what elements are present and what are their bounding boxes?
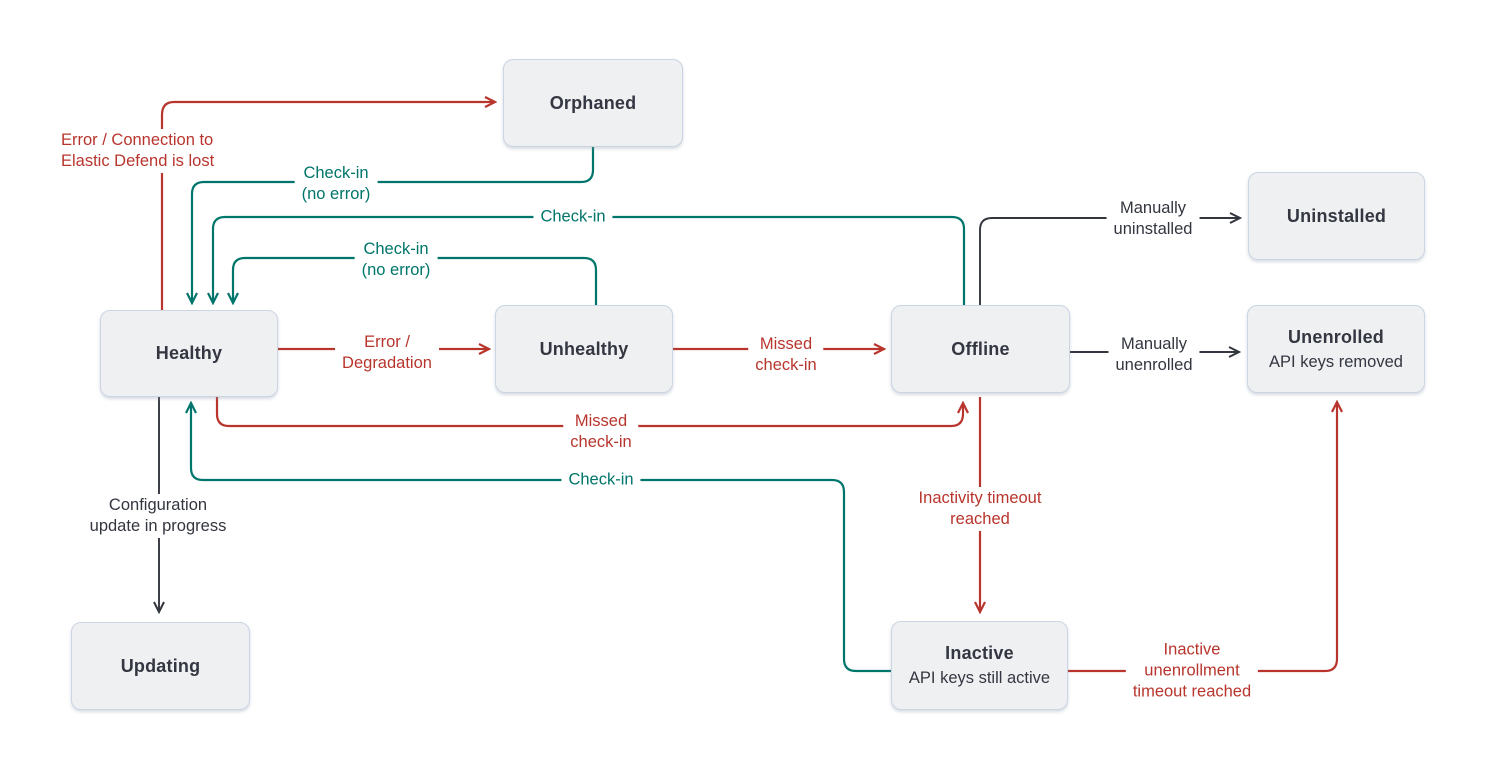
node-unhealthy-title: Unhealthy [539,338,629,359]
edge-label-checkin-no-error-orphaned: Check-in (no error) [294,162,378,206]
node-offline: Offline [891,305,1070,393]
edge-label-configuration-update: Configuration update in progress [82,494,234,538]
node-updating-title: Updating [120,655,201,676]
node-unhealthy: Unhealthy [495,305,673,393]
node-inactive-subtitle: API keys still active [908,669,1051,687]
node-offline-title: Offline [951,338,1010,359]
edge-inactive-to-unenrolled [1068,402,1337,673]
node-inactive: Inactive API keys still active [891,621,1068,710]
node-unenrolled-subtitle: API keys removed [1269,352,1403,371]
edge-label-missed-checkin-low: Missed check-in [563,410,639,454]
node-orphaned-title: Orphaned [549,92,637,113]
edge-label-inactive-unenrollment-timeout: Inactive unenrollment timeout reached [1125,638,1259,704]
edge-label-manually-unenrolled: Manually unenrolled [1108,333,1200,377]
node-unenrolled-title: Unenrolled [1287,326,1384,347]
edge-label-inactivity-timeout: Inactivity timeout reached [911,487,1049,531]
node-uninstalled-title: Uninstalled [1286,205,1387,226]
node-healthy-title: Healthy [155,343,223,363]
edge-label-checkin-from-inactive: Check-in [561,468,641,492]
node-uninstalled: Uninstalled [1248,172,1425,260]
edge-label-checkin-from-offline: Check-in [533,205,613,229]
edge-healthy-to-orphaned [160,102,495,310]
node-healthy: Healthy [100,310,278,397]
edge-offline-to-healthy [213,215,966,305]
edge-offline-to-uninstalled [979,218,1240,305]
edge-orphaned-to-healthy [192,147,595,303]
node-orphaned: Orphaned [503,59,683,147]
node-inactive-title: Inactive [945,643,1014,663]
edge-inactive-to-healthy [191,403,891,673]
node-updating: Updating [71,622,250,710]
edge-label-error-connection-lost: Error / Connection to Elastic Defend is … [54,129,222,173]
edge-label-checkin-no-error-unhealthy: Check-in (no error) [354,238,438,282]
edge-label-manually-uninstalled: Manually uninstalled [1106,197,1200,241]
edge-label-error-degradation: Error / Degradation [335,331,439,375]
edge-label-missed-checkin-mid: Missed check-in [748,333,824,377]
node-unenrolled: Unenrolled API keys removed [1247,305,1425,393]
